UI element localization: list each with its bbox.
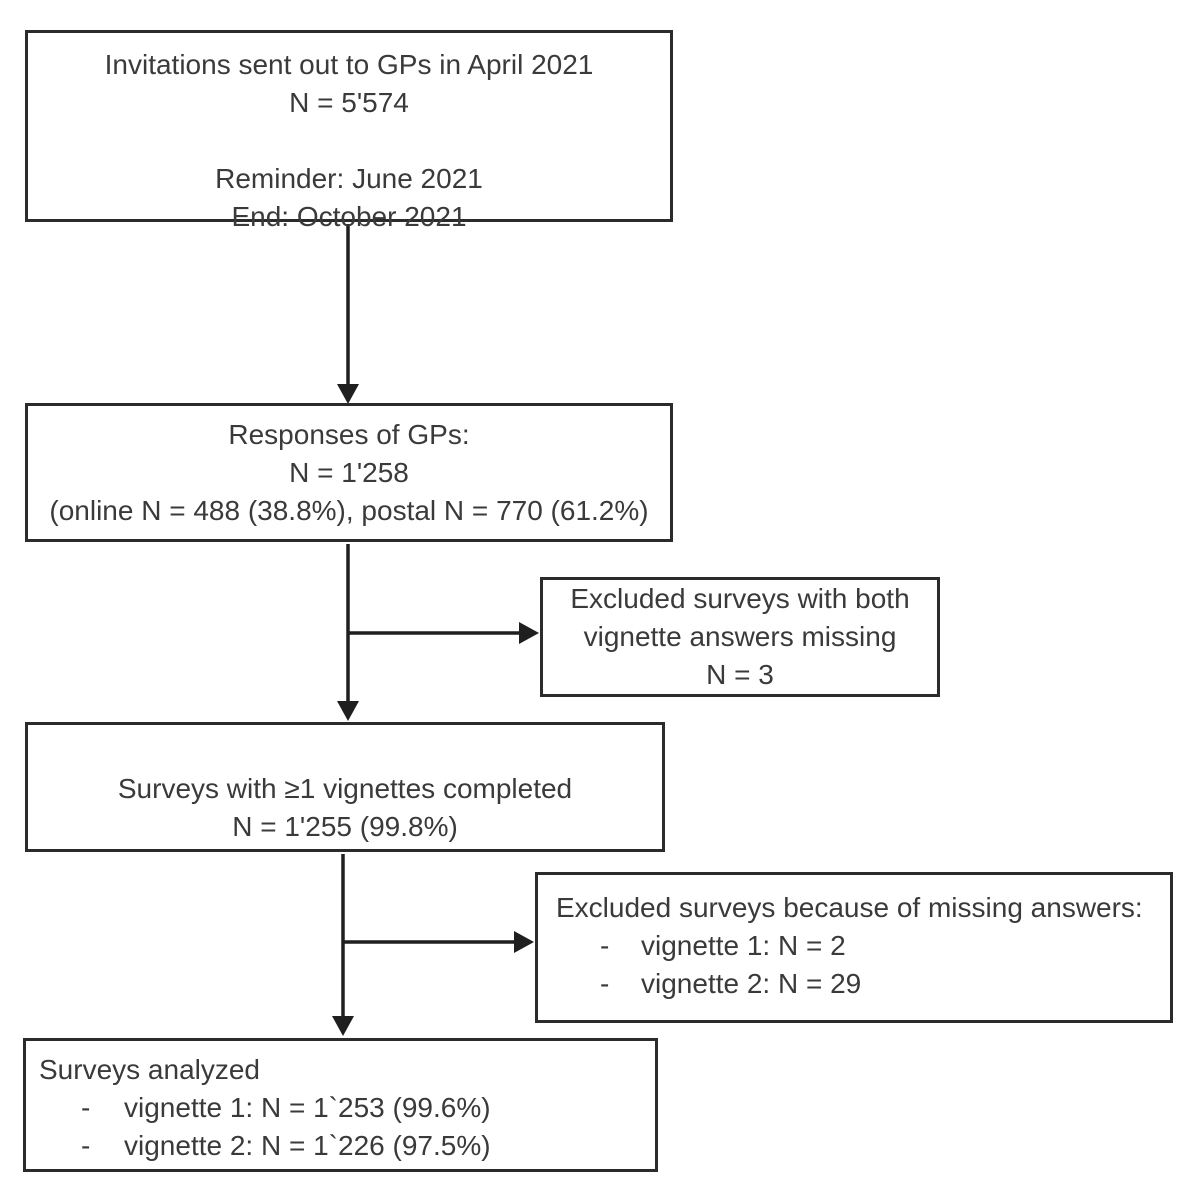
bullet-marker: - (600, 968, 610, 999)
excluded-missing-bullet-1: - vignette 1: N = 2 (556, 927, 1162, 965)
bullet-marker: - (81, 1130, 91, 1161)
analyzed-bullet-1: - vignette 1: N = 1`253 (99.6%) (39, 1089, 647, 1127)
box-completed: Surveys with ≥1 vignettes completed N = … (25, 722, 665, 852)
box-invitations: Invitations sent out to GPs in April 202… (25, 30, 673, 232)
invitations-n: N = 5'574 (289, 87, 409, 118)
invitations-end: End: October 2021 (231, 201, 467, 232)
bullet-marker: - (600, 930, 610, 961)
arrow-responses-to-completed (337, 544, 359, 721)
box-analyzed: Surveys analyzed - vignette 1: N = 1`253… (23, 1038, 658, 1172)
excluded-both-n: N = 3 (706, 659, 774, 690)
invitations-reminder: Reminder: June 2021 (215, 163, 483, 194)
excluded-both-line1: Excluded surveys with both (570, 583, 910, 614)
excluded-missing-title: Excluded surveys because of missing answ… (556, 892, 1143, 923)
invitations-title: Invitations sent out to GPs in April 202… (104, 49, 594, 80)
bullet-marker: - (81, 1092, 91, 1123)
analyzed-bullet-1-text: vignette 1: N = 1`253 (99.6%) (124, 1092, 491, 1123)
excluded-missing-bullet-1-text: vignette 1: N = 2 (641, 930, 846, 961)
analyzed-bullet-2-text: vignette 2: N = 1`226 (97.5%) (124, 1130, 491, 1161)
analyzed-bullet-2: - vignette 2: N = 1`226 (97.5%) (39, 1127, 647, 1165)
arrow-branch-to-excluded-both (348, 622, 539, 644)
responses-n: N = 1'258 (289, 456, 409, 488)
responses-title: Responses of GPs: (228, 418, 470, 450)
arrow-invitations-to-responses (337, 224, 359, 404)
completed-title: Surveys with ≥1 vignettes completed (117, 773, 573, 804)
responses-detail: (online N = 488 (38.8%), postal N = 770 … (49, 494, 649, 526)
box-excluded-both: Excluded surveys with both vignette answ… (540, 577, 940, 697)
blank-line (28, 122, 670, 160)
excluded-missing-bullet-2-text: vignette 2: N = 29 (641, 968, 862, 999)
analyzed-title: Surveys analyzed (39, 1054, 261, 1085)
completed-n: N = 1'255 (99.8%) (232, 811, 458, 842)
arrow-branch-to-excluded-missing (343, 931, 534, 953)
excluded-missing-bullet-2: - vignette 2: N = 29 (556, 965, 1162, 1003)
box-excluded-missing: Excluded surveys because of missing answ… (535, 872, 1173, 1023)
box-responses: Responses of GPs: N = 1'258 (online N = … (25, 403, 673, 542)
arrow-completed-to-analyzed (332, 854, 354, 1036)
excluded-both-line2: vignette answers missing (583, 621, 897, 652)
